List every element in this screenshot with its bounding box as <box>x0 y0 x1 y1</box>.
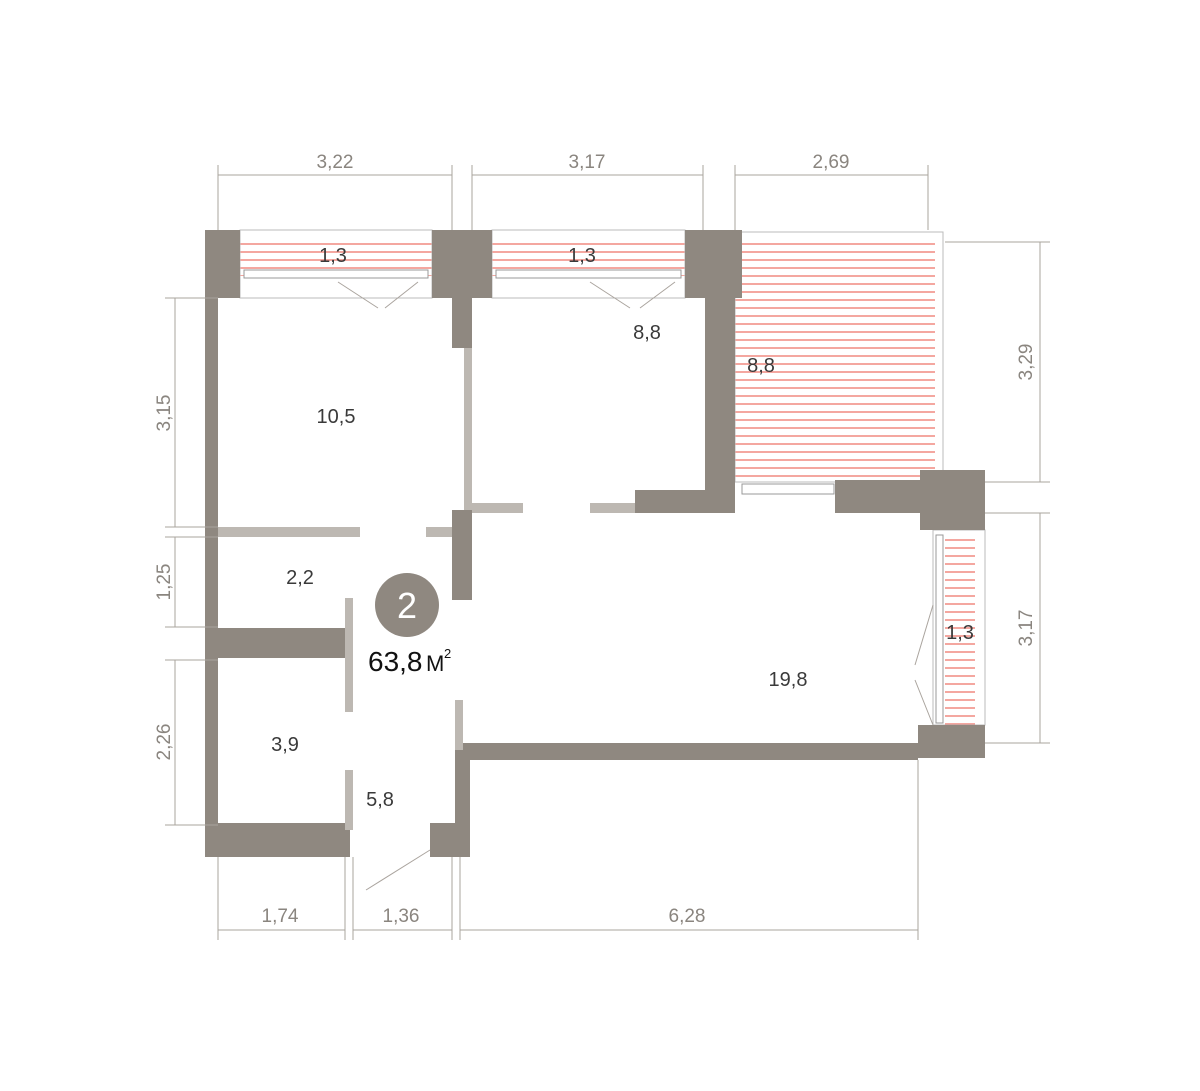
room-area-hallway: 5,8 <box>366 789 394 811</box>
balcony-top-left <box>239 229 433 309</box>
dim-top-1: 3,22 <box>317 152 354 173</box>
area-unit-sup: 2 <box>444 646 451 661</box>
balcony-top-middle <box>491 229 686 309</box>
total-area: 63,8 <box>368 646 423 677</box>
loggia <box>734 231 944 495</box>
walls <box>205 230 985 857</box>
dimension-lines <box>165 165 1050 940</box>
rooms-count: 2 <box>397 585 417 626</box>
dim-right-2: 3,17 <box>1016 610 1037 647</box>
balcony-right <box>914 529 986 726</box>
room-area-loggia: 8,8 <box>747 355 775 377</box>
room-area-bathroom: 3,9 <box>271 734 299 756</box>
room-area-storage: 2,2 <box>286 567 314 589</box>
area-unit: М <box>426 651 444 676</box>
dim-left-2: 1,25 <box>154 564 175 601</box>
dim-top-3: 2,69 <box>813 152 850 173</box>
partitions <box>218 348 635 891</box>
room-area-living-room: 19,8 <box>769 669 808 691</box>
dim-left-3: 2,26 <box>154 724 175 761</box>
dim-right-1: 3,29 <box>1016 344 1037 381</box>
dim-bottom-1: 1,74 <box>262 906 299 927</box>
dim-bottom-3: 6,28 <box>669 906 706 927</box>
room-area-bedroom-left: 10,5 <box>317 406 356 428</box>
dim-left-1: 3,15 <box>154 395 175 432</box>
dim-top-2: 3,17 <box>569 152 606 173</box>
room-area-bedroom-middle: 8,8 <box>633 322 661 344</box>
room-area-balcony-top-left: 1,3 <box>319 245 347 267</box>
room-area-balcony-right: 1,3 <box>946 622 974 644</box>
dim-bottom-2: 1,36 <box>383 906 420 927</box>
rooms-count-badge <box>375 573 439 637</box>
room-area-balcony-top-middle: 1,3 <box>568 245 596 267</box>
